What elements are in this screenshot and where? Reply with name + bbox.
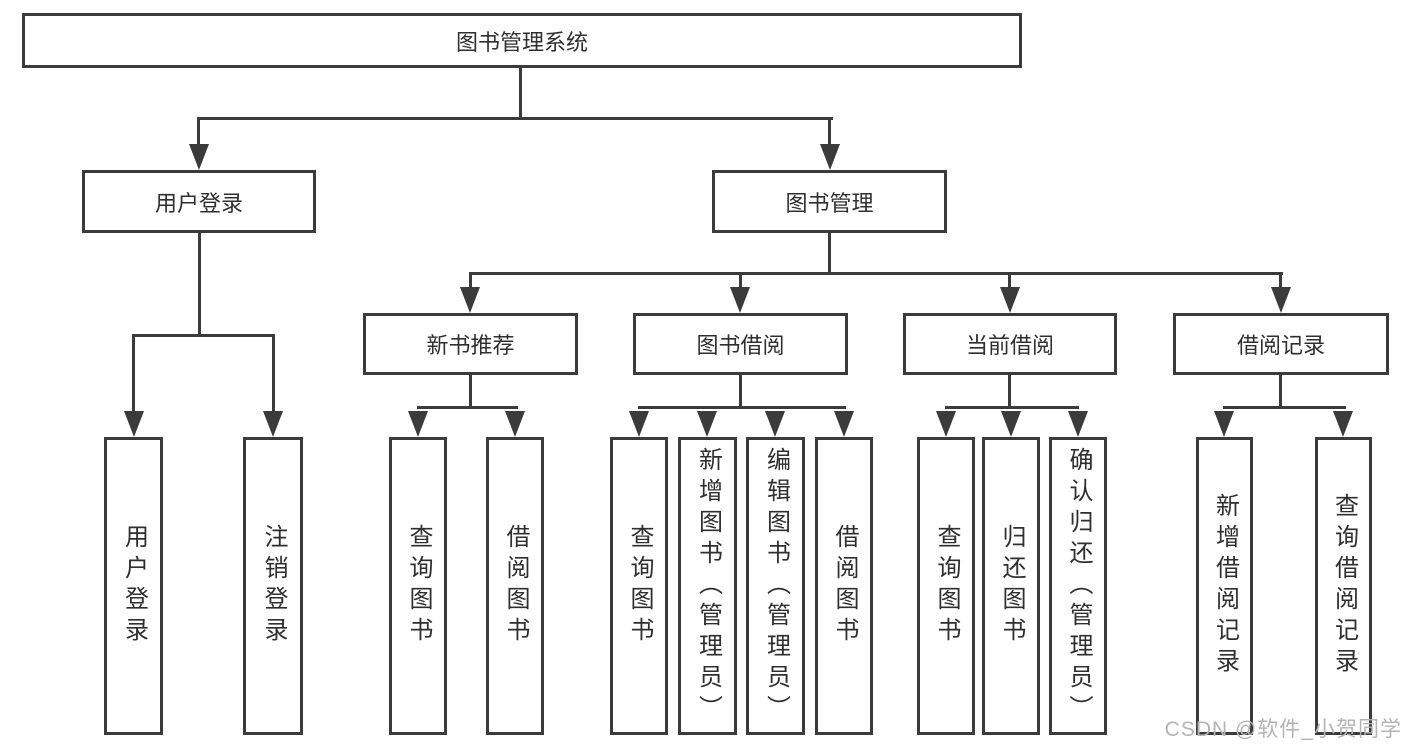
leaf-label: 编辑图书（管理员） [762,446,790,726]
connector-drop [828,117,831,147]
leaf-currentborrow-query: 查询图书 [917,437,975,735]
node-label: 图书管理 [785,190,874,216]
arrowhead-down-icon [765,411,785,437]
arrowhead-down-icon [1333,411,1353,437]
node-label: 借阅记录 [1236,333,1325,358]
arrowhead-down-icon [820,144,840,170]
leaf-label: 查询图书 [626,524,653,648]
connector-bookborrow-rail [638,406,846,409]
arrowhead-down-icon [1068,411,1088,437]
node-library-system-root: 图书管理系统 [22,13,1022,68]
leaf-bookborrow-edit-admin: 编辑图书（管理员） [746,437,805,735]
leaf-label: 归还图书 [998,524,1025,648]
node-label: 用户登录 [154,190,243,216]
node-new-book-recommend: 新书推荐 [363,313,578,375]
arrowhead-down-icon [1271,287,1291,313]
connector-root-stem [519,68,522,118]
connector-drop [469,272,472,288]
connector-drop [132,334,135,412]
node-label: 图书管理系统 [455,29,588,55]
node-label: 新书推荐 [426,333,515,358]
leaf-currentborrow-confirm-admin: 确认归还（管理员） [1049,437,1107,735]
connector-newbooks-stem [469,375,472,408]
arrowhead-down-icon [460,287,480,313]
csdn-watermark: CSDN @软件_小贺同学 [1164,718,1402,741]
arrowhead-down-icon [408,411,428,437]
arrowhead-down-icon [834,411,854,437]
arrowhead-down-icon [936,411,956,437]
connector-currentborrow-rail [945,406,1079,409]
leaf-label: 新增借阅记录 [1211,493,1239,679]
connector-userlogin-stem [198,233,201,335]
connector-drop [197,117,200,147]
arrowhead-down-icon [1214,411,1234,437]
leaf-logout: 注销登录 [243,437,303,735]
connector-bookborrow-stem [739,375,742,408]
leaf-label: 查询图书 [933,524,960,648]
node-book-management: 图书管理 [712,170,947,233]
leaf-label: 借阅图书 [831,524,858,648]
leaf-label: 注销登录 [260,524,287,648]
leaf-newbooks-query: 查询图书 [389,437,447,735]
leaf-label: 借阅图书 [502,524,529,648]
arrowhead-down-icon [730,287,750,313]
leaf-label: 新增图书（管理员） [694,446,722,726]
connector-root-rail [197,117,833,120]
connector-newbooks-rail [417,406,518,409]
arrowhead-down-icon [263,411,283,437]
leaf-bookborrow-borrow: 借阅图书 [815,437,873,735]
leaf-records-query: 查询借阅记录 [1315,437,1372,735]
arrowhead-down-icon [189,144,209,170]
leaf-label: 查询借阅记录 [1330,493,1358,679]
arrowhead-down-icon [629,411,649,437]
connector-drop [272,334,275,412]
connector-userlogin-rail [132,334,275,337]
node-borrow-records: 借阅记录 [1173,313,1389,375]
connector-bookmgmt-stem [828,233,831,274]
leaf-bookborrow-add-admin: 新增图书（管理员） [678,437,737,735]
connector-drop [1008,272,1011,288]
connector-borrowrecords-rail [1223,406,1346,409]
arrowhead-down-icon [1001,411,1021,437]
leaf-newbooks-borrow: 借阅图书 [486,437,544,735]
leaf-user-login: 用户登录 [104,437,163,735]
leaf-bookborrow-query: 查询图书 [610,437,668,735]
node-current-borrow: 当前借阅 [903,313,1117,375]
node-label: 当前借阅 [965,333,1054,358]
arrowhead-down-icon [1000,287,1020,313]
arrowhead-down-icon [124,411,144,437]
connector-bookmgmt-rail [469,272,1283,275]
node-book-borrow: 图书借阅 [633,313,848,375]
leaf-currentborrow-return: 归还图书 [982,437,1040,735]
connector-borrowrecords-stem [1279,375,1282,408]
leaf-label: 查询图书 [405,524,432,648]
connector-drop [1279,272,1282,288]
leaf-records-add: 新增借阅记录 [1196,437,1253,735]
node-user-login: 用户登录 [82,170,316,233]
leaf-label: 确认归还（管理员） [1065,446,1092,726]
arrowhead-down-icon [505,411,525,437]
connector-currentborrow-stem [1008,375,1011,408]
connector-drop [739,272,742,288]
arrowhead-down-icon [697,411,717,437]
node-label: 图书借阅 [696,333,785,358]
leaf-label: 用户登录 [120,524,148,648]
